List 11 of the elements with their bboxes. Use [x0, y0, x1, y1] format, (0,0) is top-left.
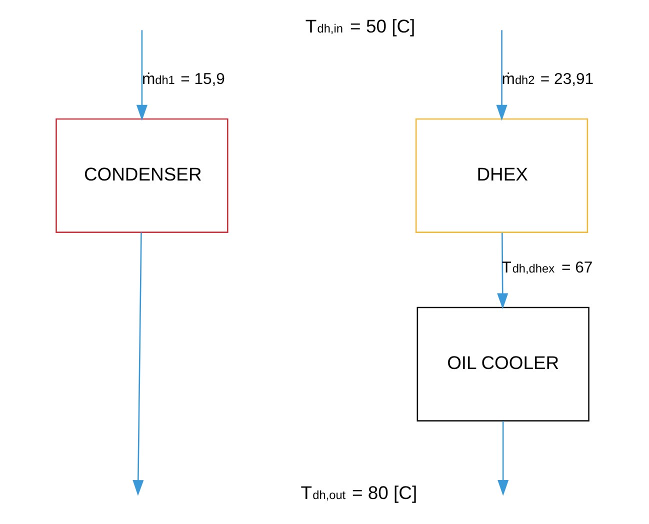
arrow [136, 30, 148, 121]
arrow [132, 232, 144, 496]
node-box: CONDENSER [56, 118, 228, 233]
arrow [496, 30, 508, 121]
label: Tdh,out = 80 [C] [300, 482, 418, 503]
edge-label: ṁdh2 = 23,91 [502, 71, 594, 88]
node-box: DHEX [415, 118, 588, 233]
node-box: OIL COOLER [416, 306, 590, 422]
arrow [498, 421, 509, 496]
edge-label: ṁdh1 = 15,9 [142, 71, 225, 88]
label: Tdh,in = 50 [C] [305, 15, 416, 36]
